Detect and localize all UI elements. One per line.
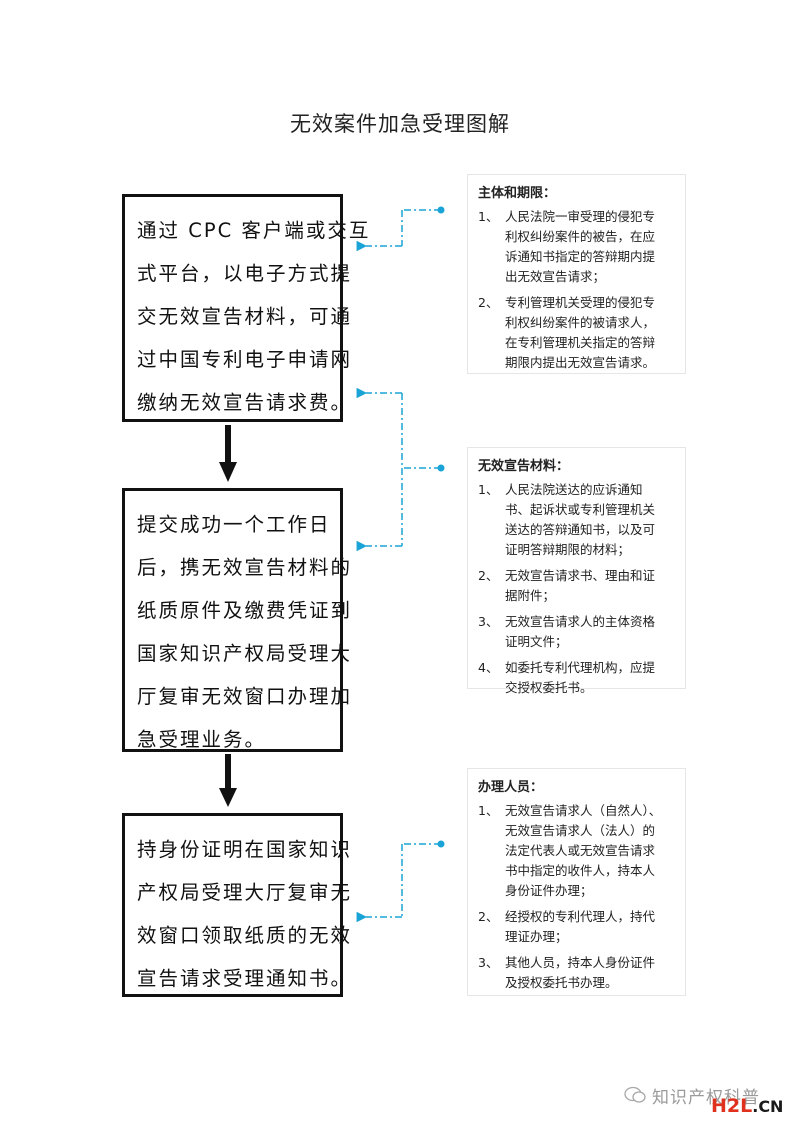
item-number: 1、 <box>478 482 499 497</box>
item-line: 证明文件； <box>505 634 568 649</box>
step-2-line: 提交成功一个工作日 <box>137 513 331 536</box>
note-item: 3、 无效宣告请求人的主体资格 证明文件； <box>478 612 675 652</box>
step-1-line: 缴纳无效宣告请求费。 <box>137 391 353 414</box>
item-line: 法定代表人或无效宣告请求 <box>505 843 656 858</box>
item-line: 专利管理机关受理的侵犯专 <box>505 295 656 310</box>
step-3-line: 产权局受理大厅复审无 <box>137 881 353 904</box>
item-line: 人民法院一审受理的侵犯专 <box>505 209 656 224</box>
step-2-line: 后，携无效宣告材料的 <box>137 556 353 579</box>
logo-part-1: H2L <box>711 1095 753 1117</box>
page-title: 无效案件加急受理图解 <box>290 112 510 136</box>
item-line: 及授权委托书办理。 <box>505 975 618 990</box>
item-line: 经授权的专利代理人，持代 <box>505 909 656 924</box>
watermark-text: 知识产权科普 <box>652 1088 760 1108</box>
item-line: 如委托专利代理机构，应提 <box>505 660 656 675</box>
step-2-box: 提交成功一个工作日 后，携无效宣告材料的 纸质原件及缴费凭证到 国家知识产权局受… <box>122 488 353 752</box>
step-3-line: 宣告请求受理通知书。 <box>137 967 353 990</box>
item-number: 2、 <box>478 295 499 310</box>
item-number: 1、 <box>478 209 499 224</box>
item-line: 无效宣告请求人（自然人）、 <box>505 803 662 818</box>
note-item: 1、 人民法院送达的应诉通知 书、起诉状或专利管理机关 送达的答辩通知书，以及可… <box>478 480 675 560</box>
note-item: 1、 无效宣告请求人（自然人）、 无效宣告请求人（法人）的 法定代表人或无效宣告… <box>478 801 675 901</box>
item-line: 期限内提出无效宣告请求。 <box>505 355 656 370</box>
item-line: 据附件； <box>505 588 556 603</box>
item-line: 证明答辩期限的材料； <box>505 542 631 557</box>
item-line: 无效宣告请求人的主体资格 <box>505 614 656 629</box>
item-line: 诉通知书指定的答辩期内提 <box>505 249 656 264</box>
site-logo: H2L.CN <box>711 1095 783 1117</box>
item-line: 送达的答辩通知书，以及可 <box>505 522 656 537</box>
note-title: 主体和期限： <box>478 186 557 201</box>
down-arrow-2 <box>219 754 237 807</box>
step-2-line: 纸质原件及缴费凭证到 <box>137 599 353 622</box>
item-line: 利权纠纷案件的被请求人， <box>505 315 656 330</box>
step-1-line: 式平台，以电子方式提 <box>137 262 353 285</box>
item-line: 身份证件办理； <box>505 883 593 898</box>
note-item: 2、 专利管理机关受理的侵犯专 利权纠纷案件的被请求人， 在专利管理机关指定的答… <box>478 293 675 373</box>
note-title: 办理人员： <box>478 780 544 795</box>
connector-note1 <box>356 209 441 252</box>
item-line: 利权纠纷案件的被告，在应 <box>505 229 656 244</box>
connector-dot-3 <box>437 840 445 848</box>
item-number: 3、 <box>478 955 499 970</box>
step-1-box: 通过 CPC 客户端或交互 式平台，以电子方式提 交无效宣告材料，可通 过中国专… <box>122 194 371 422</box>
item-line: 在专利管理机关指定的答辩 <box>505 335 656 350</box>
step-1-line: 过中国专利电子申请网 <box>137 348 353 371</box>
note-item: 1、 人民法院一审受理的侵犯专 利权纠纷案件的被告，在应 诉通知书指定的答辩期内… <box>478 207 675 287</box>
item-line: 无效宣告请求书、理由和证 <box>505 568 656 583</box>
step-2-line: 急受理业务。 <box>137 728 267 751</box>
note-title: 无效宣告材料： <box>478 459 570 474</box>
step-1-line: 交无效宣告材料，可通 <box>137 305 353 328</box>
logo-part-2: .CN <box>752 1097 784 1116</box>
down-arrow-1 <box>219 425 237 482</box>
note-subject-deadline: 主体和期限： 1、 人民法院一审受理的侵犯专 利权纠纷案件的被告，在应 诉通知书… <box>467 174 686 374</box>
step-3-line: 效窗口领取纸质的无效 <box>137 924 353 947</box>
connector-dot-2 <box>437 464 445 472</box>
step-1-line: 通过 CPC 客户端或交互 <box>137 219 371 242</box>
step-2-line: 国家知识产权局受理大 <box>137 642 353 665</box>
item-line: 书、起诉状或专利管理机关 <box>505 502 656 517</box>
item-line: 理证办理； <box>505 929 568 944</box>
note-item: 2、 无效宣告请求书、理由和证 据附件； <box>478 566 675 606</box>
note-item: 3、 其他人员，持本人身份证件 及授权委托书办理。 <box>478 953 675 993</box>
step-3-box: 持身份证明在国家知识 产权局受理大厅复审无 效窗口领取纸质的无效 宣告请求受理通… <box>122 813 353 997</box>
note-handlers: 办理人员： 1、 无效宣告请求人（自然人）、 无效宣告请求人（法人）的 法定代表… <box>467 768 686 996</box>
step-2-line: 厅复审无效窗口办理加 <box>137 685 353 708</box>
item-line: 人民法院送达的应诉通知 <box>505 482 643 497</box>
item-number: 4、 <box>478 660 499 675</box>
step-3-line: 持身份证明在国家知识 <box>137 838 353 861</box>
item-number: 3、 <box>478 614 499 629</box>
item-number: 1、 <box>478 803 499 818</box>
item-line: 交授权委托书。 <box>505 680 593 695</box>
item-line: 其他人员，持本人身份证件 <box>505 955 656 970</box>
item-number: 2、 <box>478 568 499 583</box>
wechat-icon <box>624 1086 646 1103</box>
connector-note2 <box>356 387 441 552</box>
note-materials: 无效宣告材料： 1、 人民法院送达的应诉通知 书、起诉状或专利管理机关 送达的答… <box>467 447 686 695</box>
item-number: 2、 <box>478 909 499 924</box>
item-line: 出无效宣告请求； <box>505 269 606 284</box>
connector-note3 <box>356 843 441 923</box>
connector-dot-1 <box>437 206 445 214</box>
note-item: 4、 如委托专利代理机构，应提 交授权委托书。 <box>478 658 675 698</box>
item-line: 书中指定的收件人，持本人 <box>505 863 656 878</box>
item-line: 无效宣告请求人（法人）的 <box>505 823 656 838</box>
note-item: 2、 经授权的专利代理人，持代 理证办理； <box>478 907 675 947</box>
